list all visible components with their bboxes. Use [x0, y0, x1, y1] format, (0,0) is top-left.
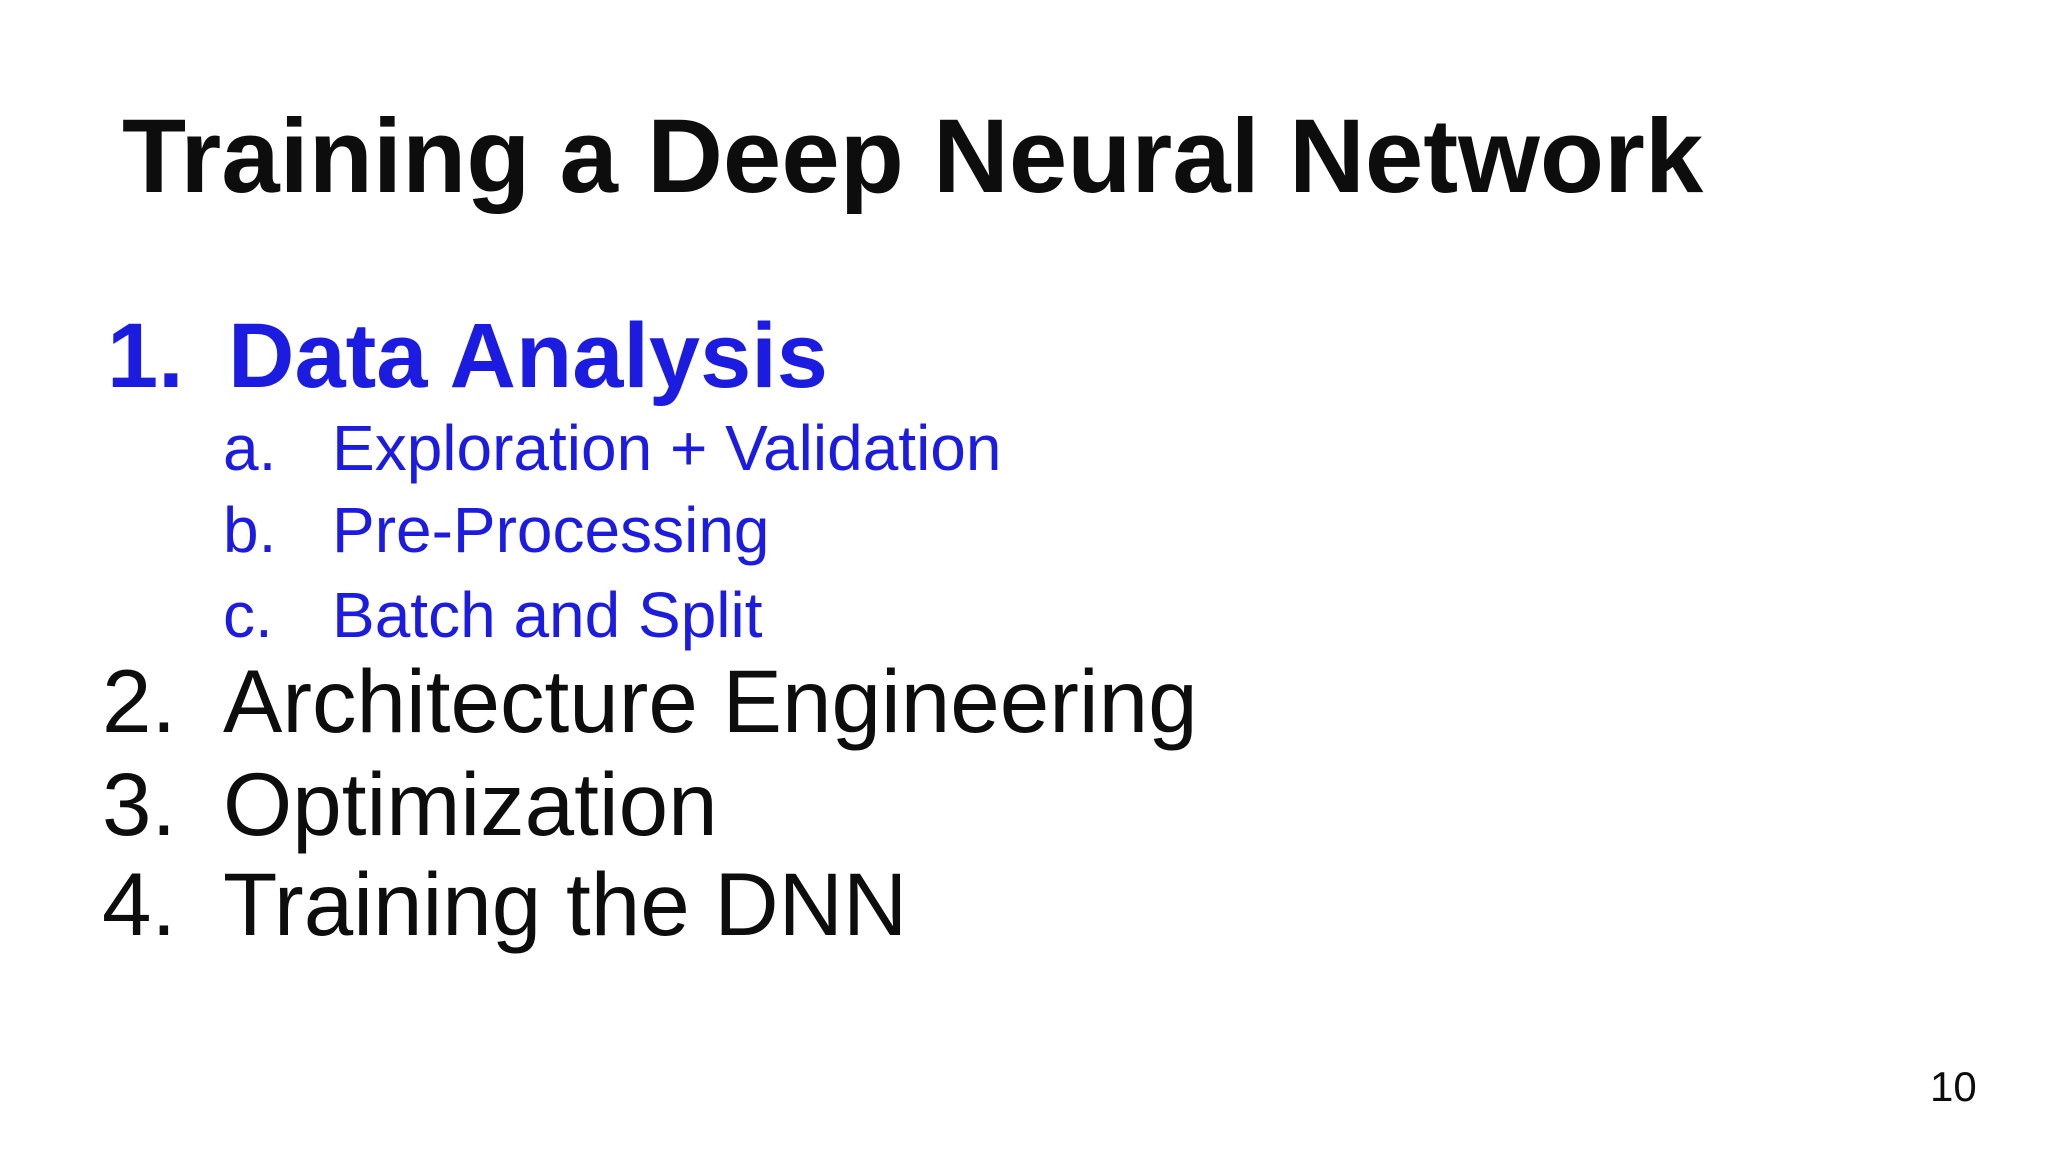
list-item-3-label: Optimization — [223, 754, 718, 854]
list-item-3-number: 3. — [102, 754, 177, 854]
page-number: 10 — [1930, 1063, 1977, 1110]
sub-item-a-letter: a. — [223, 412, 277, 484]
sub-item-a: a.Exploration + Validation — [223, 416, 1001, 480]
sub-item-c: c.Batch and Split — [223, 583, 763, 647]
list-item-1-label: Data Analysis — [228, 305, 828, 407]
sub-item-c-letter: c. — [223, 579, 273, 651]
sub-item-b: b.Pre-Processing — [223, 498, 770, 562]
slide-title: Training a Deep Neural Network — [122, 98, 1704, 215]
list-item-1: 1.Data Analysis — [107, 310, 828, 402]
sub-item-a-label: Exploration + Validation — [332, 412, 1002, 484]
list-item-4: 4.Training the DNN — [102, 860, 907, 949]
list-item-4-number: 4. — [102, 854, 177, 954]
list-item-2-label: Architecture Engineering — [223, 651, 1198, 751]
list-item-2-number: 2. — [102, 651, 177, 751]
sub-item-c-label: Batch and Split — [332, 579, 763, 651]
list-item-2: 2.Architecture Engineering — [102, 657, 1198, 746]
list-item-4-label: Training the DNN — [223, 854, 908, 954]
list-item-3: 3.Optimization — [102, 760, 718, 849]
list-item-1-number: 1. — [107, 305, 184, 407]
sub-item-b-letter: b. — [223, 494, 277, 566]
sub-item-b-label: Pre-Processing — [332, 494, 770, 566]
